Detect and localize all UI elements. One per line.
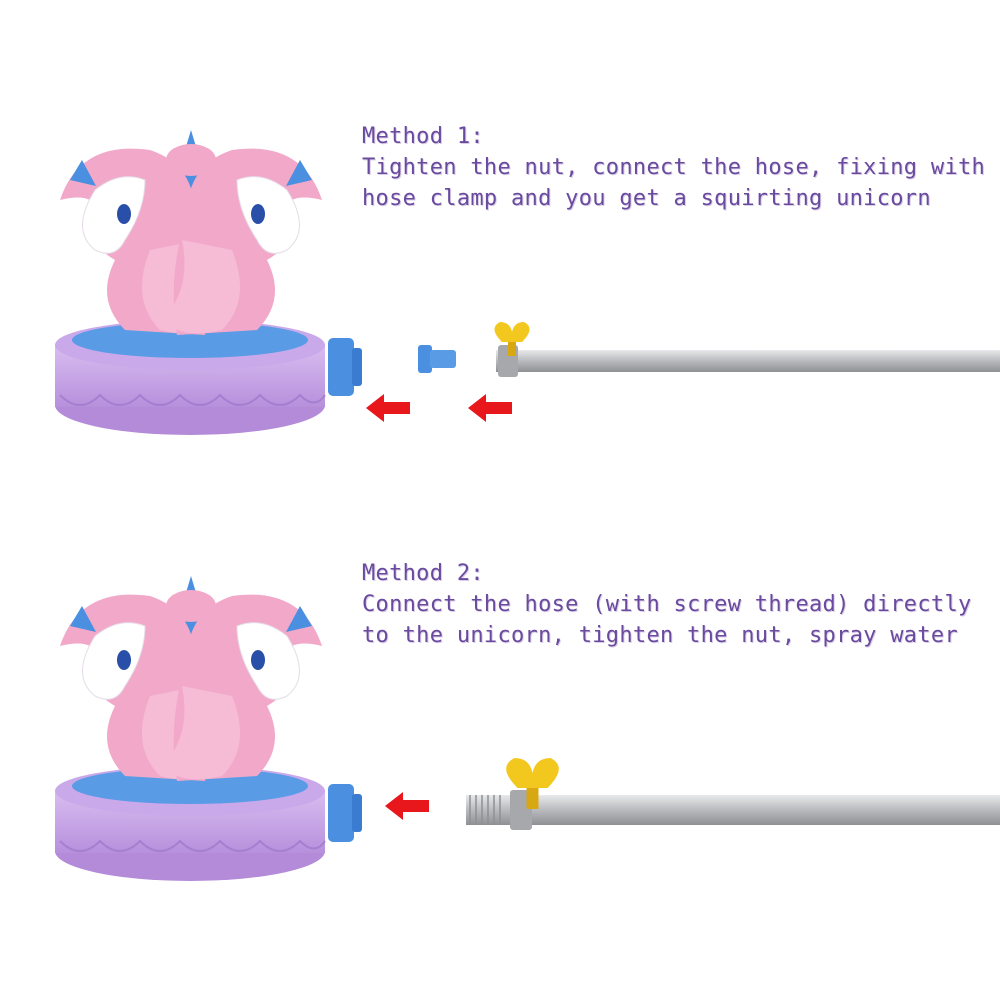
method-1-title: Method 1: [362, 124, 484, 149]
method-1-line-1: Tighten the nut, connect the hose, fixin… [362, 155, 986, 180]
method-2-text: Method 2: Connect the hose (with screw t… [362, 558, 972, 651]
method-2-line-1: Connect the hose (with screw thread) dir… [362, 592, 972, 617]
hose-1 [494, 322, 1000, 377]
red-arrow-3 [385, 792, 429, 820]
method-1-line-2: hose clamp and you get a squirting unico… [362, 186, 931, 211]
method-2-line-2: to the unicorn, tighten the nut, spray w… [362, 623, 958, 648]
method-1-text: Method 1: Tighten the nut, connect the h… [362, 121, 985, 214]
unicorn-sprinkler-1 [54, 129, 363, 436]
red-arrow-1 [366, 394, 410, 422]
method-2-title: Method 2: [362, 561, 484, 586]
red-arrow-2 [468, 394, 512, 422]
quick-connector [418, 345, 456, 373]
unicorn-sprinkler-2 [54, 575, 363, 882]
hose-2-threaded [466, 758, 1000, 830]
